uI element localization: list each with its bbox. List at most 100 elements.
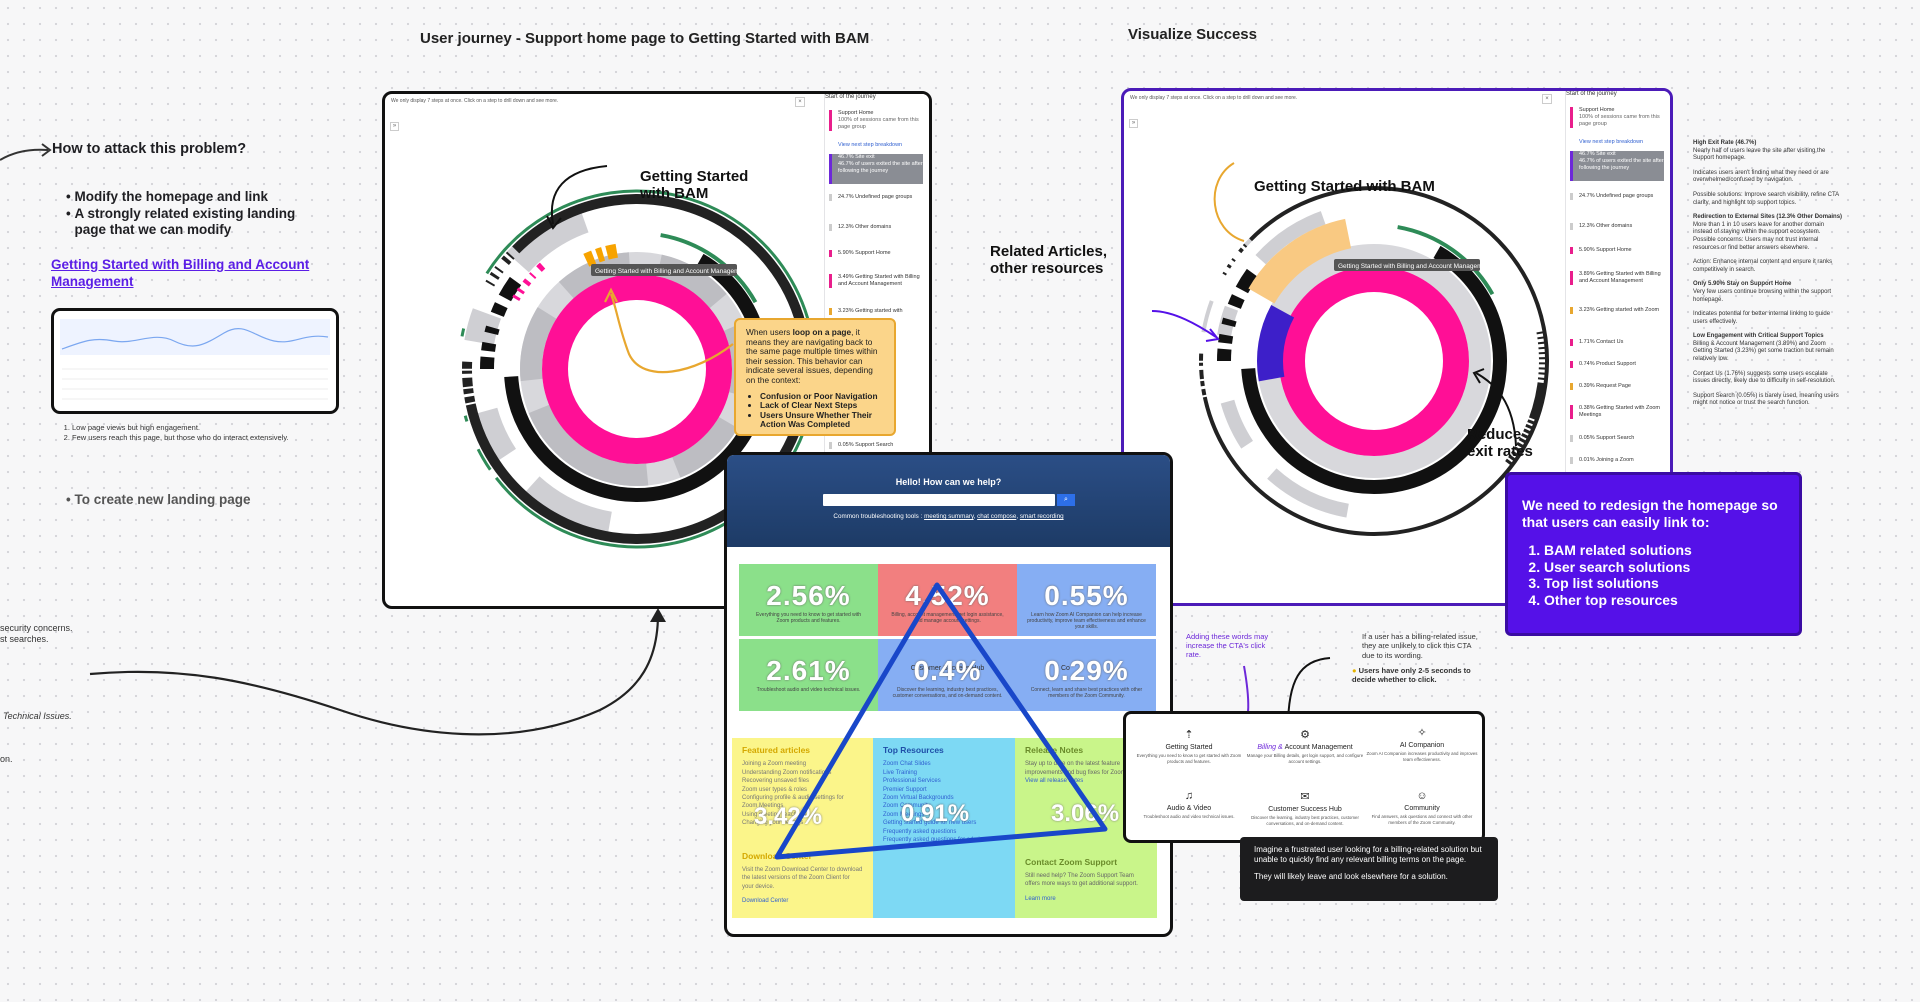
- rocket-icon: ⇡: [1184, 729, 1194, 741]
- collapse-icon[interactable]: »: [390, 122, 399, 131]
- triangle-marker: [774, 582, 1108, 860]
- cta-note-a: If a user has a billing-related issue, t…: [1362, 632, 1478, 660]
- resource-link[interactable]: Zoom Virtual Backgrounds: [883, 795, 954, 802]
- article-link[interactable]: Changing your settings: [742, 820, 804, 827]
- list-item[interactable]: 0.01% Joining a Zoom: [1570, 457, 1664, 464]
- list-link[interactable]: View next step breakdown: [838, 142, 903, 148]
- insight: Action: Enhance internal content and ens…: [1693, 259, 1833, 273]
- frame-topbar: We only display 7 steps at once. Click o…: [391, 98, 559, 104]
- topbar-close-icon[interactable]: ×: [1542, 94, 1552, 104]
- tile-ai-companion[interactable]: 0.55%Learn how Zoom AI Companion can hel…: [1017, 564, 1156, 636]
- contact-link[interactable]: Learn more: [1025, 895, 1056, 902]
- analytics-thumbnail[interactable]: [51, 308, 339, 414]
- topbar-close-icon[interactable]: ×: [795, 97, 805, 107]
- resource-link[interactable]: Live Training: [883, 769, 918, 776]
- annotation-getting-started: Getting Started with BAM: [640, 168, 749, 202]
- list-item[interactable]: 24.7% Undefined page groups: [1570, 193, 1664, 200]
- tile-customer-success[interactable]: Customer Success Hub 0.4%Discover the le…: [878, 639, 1017, 711]
- cutoff-text: st searches.: [0, 634, 49, 644]
- redesign-point: User search solutions: [1544, 559, 1785, 576]
- list-item[interactable]: 1.71% Contact Us: [1570, 339, 1664, 346]
- list-item[interactable]: 3.89% Getting Started with Billing and A…: [1570, 271, 1664, 285]
- list-item[interactable]: 5.90% Support Home: [829, 250, 923, 257]
- article-link[interactable]: Zoom user types & roles: [742, 786, 808, 793]
- list-item[interactable]: 3.23% Getting started with Zoom: [1570, 307, 1664, 314]
- sparkle-icon: ✧: [1417, 727, 1427, 739]
- bam-landing-link[interactable]: Getting Started with Billing and Account…: [51, 257, 310, 289]
- resource-link[interactable]: Zoom Community: [883, 803, 931, 810]
- insight: Possible solutions: Improve search visib…: [1693, 191, 1839, 206]
- tile-community[interactable]: Co 0.29%Connect, learn and share best pr…: [1017, 639, 1156, 711]
- article-link[interactable]: Configuring profile & audio settings for: [742, 795, 844, 802]
- list-item[interactable]: 3.49% Getting Started with Billing and A…: [829, 274, 923, 288]
- list-item[interactable]: 12.3% Other domains: [1570, 223, 1664, 230]
- tool-link[interactable]: chat compose: [977, 513, 1017, 520]
- bullet-item: • Modify the homepage and link: [66, 189, 268, 204]
- annotation-reduce-exit: Reduce exit rates: [1467, 426, 1533, 460]
- resource-link[interactable]: Frequently asked questions: [883, 828, 957, 835]
- list-item[interactable]: 0.05% Support Search: [1570, 435, 1664, 442]
- people-icon: ☺: [1416, 790, 1428, 802]
- list-item[interactable]: 0.38% Getting Started with Zoom Meetings: [1570, 405, 1664, 419]
- article-link[interactable]: Recovering unsaved files: [742, 778, 810, 785]
- success-sunburst[interactable]: Getting Started with Billing and Account…: [1124, 111, 1564, 591]
- list-link[interactable]: View next step breakdown: [1579, 139, 1644, 145]
- list-item[interactable]: 5.90% Support Home: [1570, 247, 1664, 254]
- note-item: Low page views but high engagement.: [72, 423, 362, 433]
- search-input[interactable]: [823, 494, 1055, 506]
- article-link[interactable]: Joining a Zoom meeting: [742, 761, 807, 768]
- note-item: Few users reach this page, but those who…: [72, 433, 362, 443]
- list-item[interactable]: 12.3% Other domains: [829, 224, 923, 231]
- insight: Indicates users aren't finding what they…: [1693, 169, 1829, 184]
- article-link[interactable]: Using meeting reactions: [742, 811, 807, 818]
- attack-heading: How to attack this problem?: [52, 141, 247, 157]
- list-title: Start of the journey: [825, 94, 876, 100]
- frustrated-user-note: Imagine a frustrated user looking for a …: [1240, 837, 1498, 901]
- list-item[interactable]: 0.05% Support Search: [829, 442, 923, 449]
- redesign-point: BAM related solutions: [1544, 542, 1785, 559]
- list-item[interactable]: 0.74% Product Support: [1570, 361, 1664, 368]
- list-item[interactable]: 24.7% Undefined page groups: [829, 194, 923, 201]
- resource-link[interactable]: Premier Support: [883, 786, 927, 793]
- tool-link[interactable]: smart recording: [1019, 513, 1064, 520]
- list-item[interactable]: 0.39% Request Page: [1570, 383, 1664, 390]
- segment-tooltip-text: Getting Started with Billing and Account…: [595, 268, 749, 275]
- hero-tools: Common troubleshooting tools : meeting s…: [833, 513, 1064, 520]
- tool-link[interactable]: meeting summary: [924, 513, 974, 520]
- resource-link[interactable]: Getting started guide for new users: [883, 820, 977, 827]
- article-link[interactable]: Zoom Meetings: [742, 803, 784, 810]
- tile-getting-started[interactable]: 2.56%Everything you need to know to get …: [739, 564, 878, 636]
- resource-link[interactable]: Zoom Meetings: [883, 811, 925, 818]
- resource-link[interactable]: Frequently asked questions for admins: [883, 837, 987, 844]
- homepage-mockup[interactable]: Hello! How can we help? ⌕ Common trouble…: [724, 452, 1173, 937]
- insight: Support Search (0.05%) is barely used, m…: [1693, 392, 1839, 407]
- resource-link[interactable]: Professional Services: [883, 778, 941, 785]
- gear-icon: ⚙: [1300, 729, 1310, 741]
- download-link[interactable]: Download Center: [742, 898, 789, 905]
- search-button[interactable]: ⌕: [1057, 494, 1075, 506]
- segment-tooltip: [1334, 259, 1480, 271]
- engagement-notes: Low page views but high engagement. Few …: [56, 423, 362, 442]
- release-link[interactable]: View all release notes: [1025, 778, 1084, 785]
- journey-sunburst[interactable]: Getting Started with Billing and Account…: [385, 114, 825, 594]
- tile-audio-video[interactable]: 2.61%Troubleshoot audio and video techni…: [739, 639, 878, 711]
- resource-link[interactable]: Zoom Chat Slides: [883, 761, 931, 768]
- collapse-icon[interactable]: »: [1129, 119, 1138, 128]
- cta-note-b: ● Users have only 2-5 seconds to decide …: [1352, 666, 1471, 685]
- list-item[interactable]: 3.23% Getting started with: [829, 308, 923, 315]
- success-title: Visualize Success: [1128, 26, 1257, 43]
- redesign-point: Top list solutions: [1544, 575, 1785, 592]
- article-link[interactable]: Understanding Zoom notifications: [742, 769, 832, 776]
